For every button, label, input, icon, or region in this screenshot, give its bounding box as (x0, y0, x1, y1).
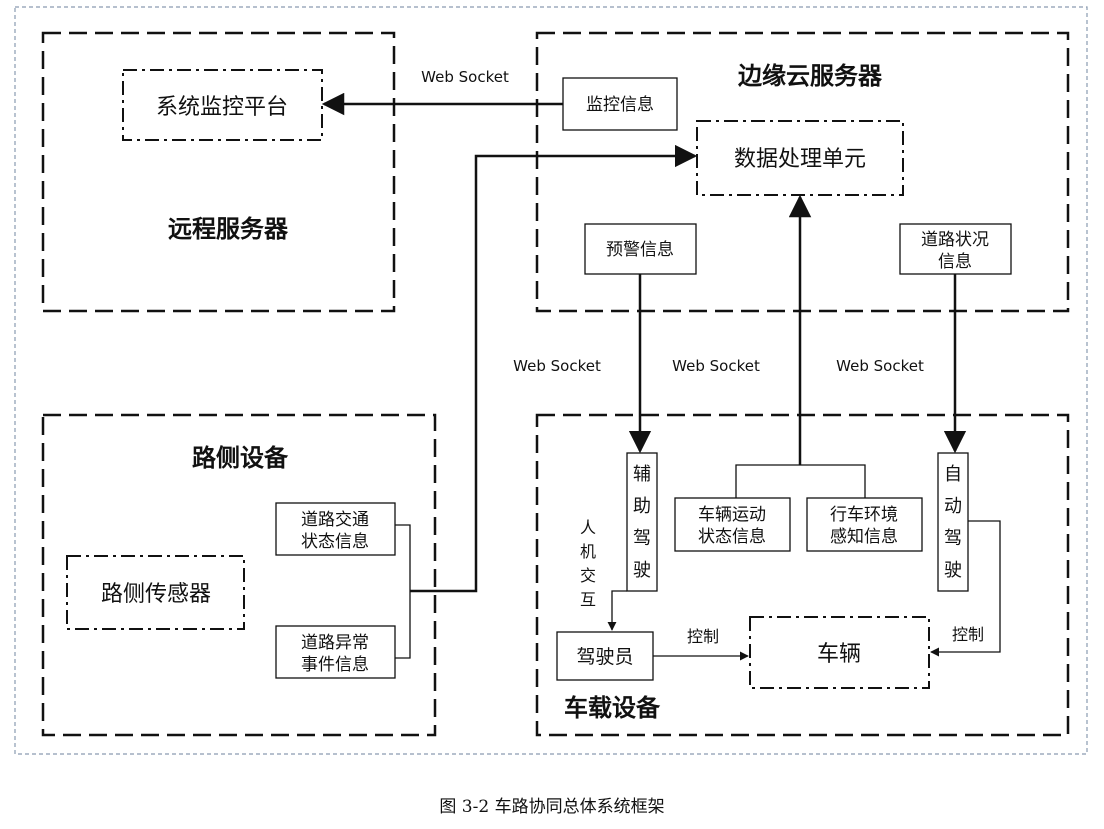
driver-label: 驾驶员 (576, 646, 633, 668)
data-processing-unit-box (696, 120, 904, 196)
assist-driving-char-3: 驾 (633, 528, 651, 549)
edge-auto-to-vehicle (930, 520, 1001, 657)
edge-control-auto-label: 控制 (952, 625, 984, 644)
edge-roadside-to-data-unit (410, 144, 698, 593)
assist-driving-char-1: 辅 (633, 464, 651, 485)
warning-info-box (584, 223, 697, 275)
roadside-sensor-label: 路侧传感器 (101, 582, 211, 607)
auto-driving-char-3: 驾 (944, 528, 962, 549)
auto-driving-char-2: 动 (944, 496, 962, 517)
roadside-group (41, 413, 437, 737)
assist-driving-char-2: 助 (633, 496, 651, 517)
road-status-info-line1: 道路状况 (921, 230, 989, 250)
vehicle-motion-info-line2: 状态信息 (698, 527, 766, 547)
data-processing-unit-label: 数据处理单元 (734, 147, 866, 172)
env-perception-info-line1: 行车环境 (830, 505, 898, 525)
monitor-info-box (562, 77, 678, 131)
edge-cloud-title: 边缘云服务器 (738, 62, 883, 90)
road-status-info-line2: 信息 (938, 252, 972, 272)
figure-caption: 图 3-2 车路协同总体系统框架 (439, 797, 664, 817)
vehicle-title: 车载设备 (564, 694, 661, 722)
vehicle-label: 车辆 (817, 642, 861, 667)
monitor-info-label: 监控信息 (586, 95, 654, 115)
edge-control-driver-label: 控制 (687, 627, 719, 646)
edge-hmi-char-4: 互 (580, 590, 596, 609)
edge-assist-to-driver (607, 590, 627, 631)
edge-roadside-bracket (395, 524, 411, 659)
vehicle-motion-info-line1: 车辆运动 (698, 505, 766, 525)
auto-driving-char-1: 自 (944, 464, 962, 485)
edge-ws-mid-label: Web Socket (672, 357, 760, 375)
abnormal-event-info-box (275, 625, 396, 679)
remote-server-title: 远程服务器 (168, 215, 289, 243)
edge-ws-left-label: Web Socket (513, 357, 601, 375)
outer-frame (14, 6, 1088, 755)
traffic-state-info-line1: 道路交通 (301, 510, 369, 530)
roadside-title: 路侧设备 (192, 444, 289, 472)
abnormal-event-info-line2: 事件信息 (301, 655, 369, 675)
auto-driving-char-4: 驶 (944, 560, 962, 581)
remote-server-group (41, 31, 396, 313)
road-status-info-box (899, 223, 1012, 275)
abnormal-event-info-line1: 道路异常 (301, 633, 369, 653)
driver-box (556, 631, 654, 681)
warning-info-label: 预警信息 (606, 240, 674, 260)
edge-hmi-char-2: 机 (580, 542, 596, 561)
edge-hmi-char-3: 交 (580, 566, 596, 585)
traffic-state-info-line2: 状态信息 (301, 532, 369, 552)
assist-driving-char-4: 驶 (633, 560, 651, 581)
edge-hmi-char-1: 人 (580, 518, 596, 537)
edge-vehicle-info-bracket (735, 464, 866, 498)
edge-ws-top-label: Web Socket (421, 68, 509, 86)
edge-cloud-group (535, 31, 1070, 313)
traffic-state-info-box (275, 502, 396, 556)
vehicle-motion-info-box (674, 497, 791, 552)
edge-ws-right-label: Web Socket (836, 357, 924, 375)
vehicle-box (749, 616, 930, 689)
roadside-sensor-box (66, 555, 245, 630)
monitor-platform-label: 系统监控平台 (156, 95, 288, 120)
env-perception-info-line2: 感知信息 (830, 527, 898, 547)
auto-driving-box (937, 452, 969, 592)
monitor-platform-box (122, 69, 323, 141)
vehicle-group (535, 413, 1070, 737)
